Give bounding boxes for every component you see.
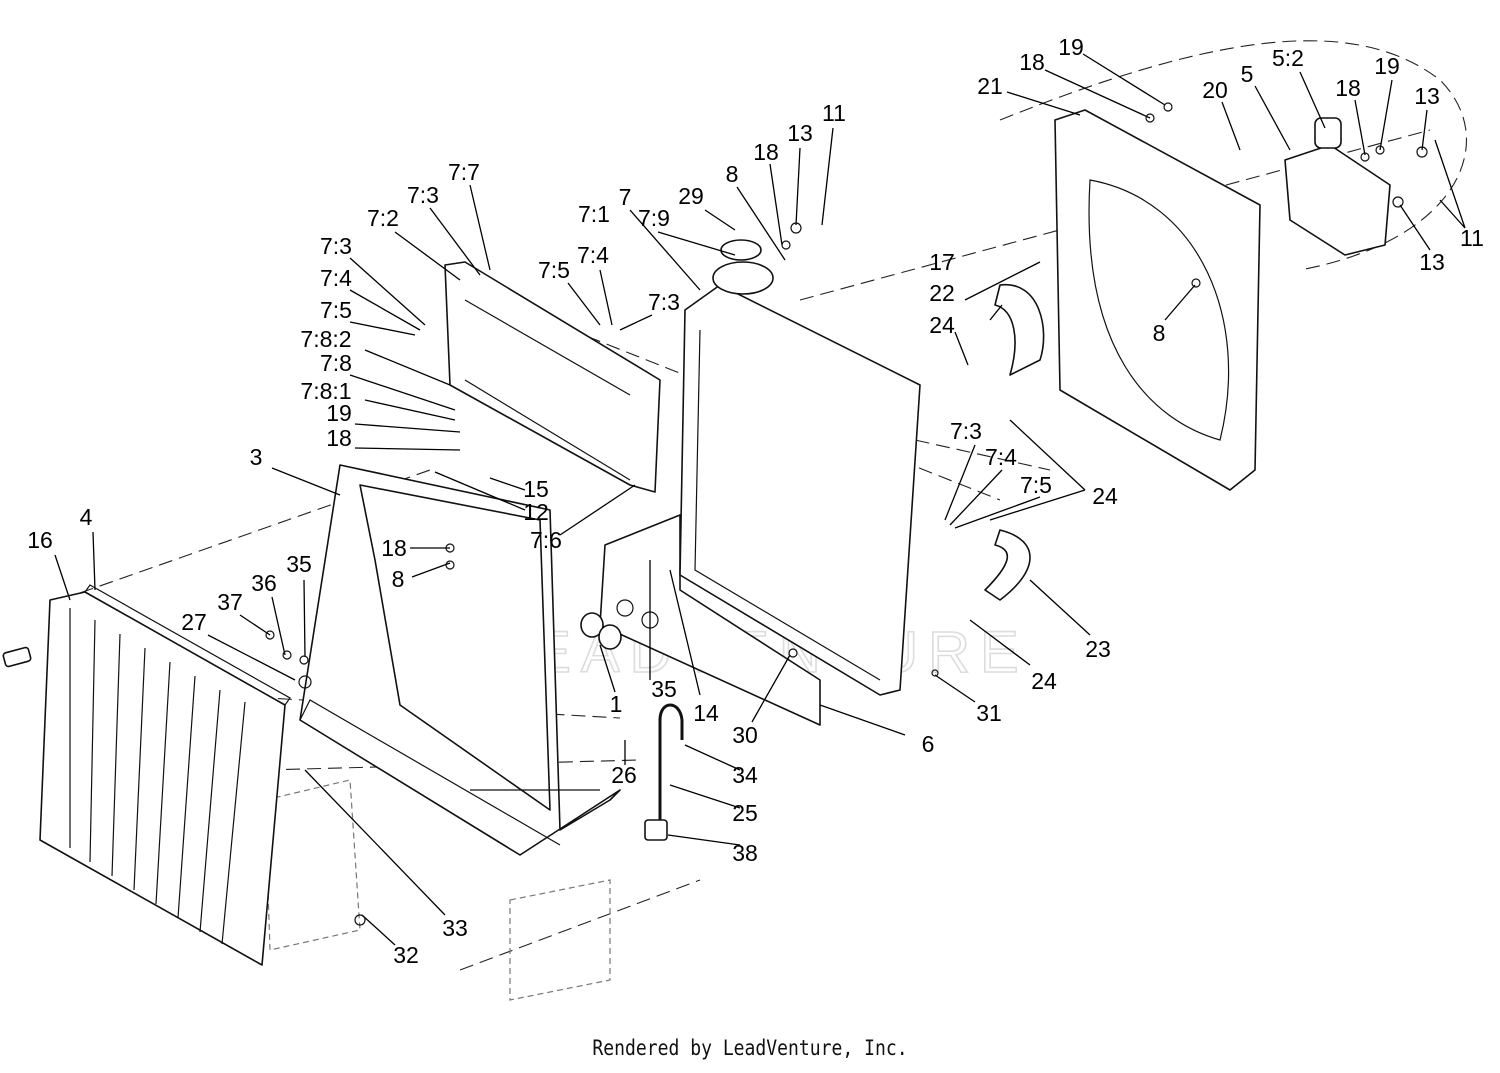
callout-label: 7:8:2 [300,326,351,352]
callout-label: 36 [251,570,277,596]
callout-label: 34 [732,762,758,788]
callout-label: 20 [1202,77,1228,103]
callout-label: 32 [393,942,419,968]
callout-label: 18 [753,139,779,165]
callout-label: 13 [787,120,813,146]
callout-label: 26 [611,762,637,788]
callout-label: 18 [326,425,352,451]
callout-label: 11 [822,100,846,126]
callout-label: 5 [1241,61,1254,87]
callout-label: 8 [392,566,405,592]
callout-label: 5:2 [1272,45,1304,71]
callout-label: 17 [929,249,955,275]
callout-label: 7:4 [985,444,1017,470]
callout-label: 7:3 [320,233,352,259]
callout-label: 16 [27,527,53,553]
callout-label: 7:3 [950,418,982,444]
overflow-tank [1284,117,1391,256]
chassis-frame [264,779,611,1001]
latch-part [2,646,32,668]
oil-cooler [444,261,661,493]
callout-label: 7:3 [648,289,680,315]
callout-label: 7:5 [1020,472,1052,498]
callout-label: 25 [732,800,758,826]
callout-label: 1 [610,691,623,717]
callout-label: 14 [693,700,719,726]
callout-label: 7:5 [320,297,352,323]
callout-label: 11 [1460,225,1484,251]
callout-label: 19 [326,400,352,426]
radiator [679,239,921,696]
callout-label: 24 [1031,668,1057,694]
callout-label: 7:9 [638,205,670,231]
callout-label: 7:7 [448,159,480,185]
fasteners [265,102,1428,926]
callout-label: 29 [678,183,704,209]
callout-label: 7:3 [407,182,439,208]
callout-label: 7:8 [320,350,352,376]
callout-label: 7:8:1 [300,378,351,404]
callout-label: 18 [381,535,407,561]
callout-label: 6 [922,731,935,757]
callout-label: 33 [442,915,468,941]
front-grille [39,584,291,966]
callout-label: 35 [286,551,312,577]
callout-label: 18 [1335,75,1361,101]
leader-lines [54,53,1466,946]
callout-label: 18 [1019,49,1045,75]
drain-tube [644,703,684,841]
callout-label: 24 [929,312,955,338]
callout-label: 7:4 [320,265,352,291]
callout-label: 19 [1374,53,1400,79]
callout-label: 31 [976,700,1002,726]
callout-label: 23 [1085,636,1111,662]
fan-shroud [1054,109,1261,491]
callout-label: 37 [217,589,243,615]
callout-label: 13 [1414,83,1440,109]
grommets [580,612,622,650]
callout-label: 24 [1092,483,1118,509]
callout-label: 19 [1058,34,1084,60]
callout-label: 35 [651,676,677,702]
callout-label: 4 [80,504,93,530]
radiator-support-frame [299,464,621,856]
callout-label: 22 [929,280,955,306]
callout-label: 30 [732,722,758,748]
callout-label: 8 [1153,320,1166,346]
callout-label: 7 [619,184,632,210]
coolant-hoses [984,284,1045,601]
callout-label: 7:2 [367,205,399,231]
callout-label: 3 [250,444,263,470]
callout-label: 12 [523,499,549,525]
callout-label: 7:6 [530,527,562,553]
callout-label: 8 [726,161,739,187]
callout-label: 7:4 [577,242,609,268]
callout-label: 7:1 [578,201,610,227]
callout-label: 38 [732,840,758,866]
callout-label: 15 [523,476,549,502]
render-credit: Rendered by LeadVenture, Inc. [592,1036,908,1060]
callout-label: 21 [977,73,1003,99]
callout-label: 7:5 [538,257,570,283]
callout-label: 13 [1419,249,1445,275]
callout-label: 27 [181,609,207,635]
